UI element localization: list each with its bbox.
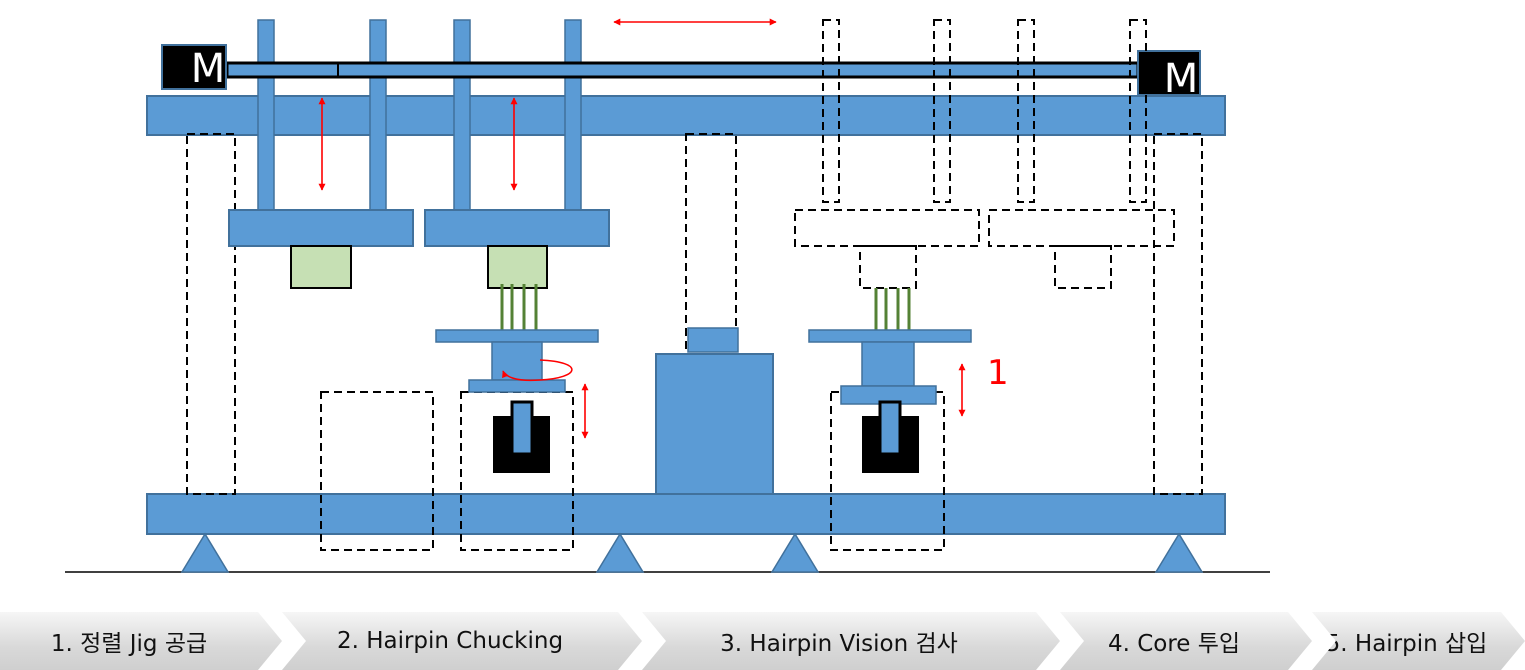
support-foot bbox=[595, 532, 645, 573]
phantom-carriage bbox=[988, 209, 1175, 247]
support-foot bbox=[1154, 532, 1204, 573]
guide-rod bbox=[369, 19, 387, 211]
motion-arrows bbox=[318, 18, 966, 439]
station2-jig-body bbox=[491, 341, 543, 381]
phantom-rod bbox=[1129, 19, 1147, 203]
vision-camera bbox=[687, 327, 739, 353]
station2-lift-plate bbox=[468, 379, 566, 393]
process-step-4: 4. Core 투입 bbox=[1060, 612, 1312, 670]
guide-rod bbox=[257, 19, 275, 211]
carriage-1 bbox=[228, 209, 414, 247]
hairpins-chucked bbox=[500, 284, 538, 330]
phantom-gripper-pad bbox=[859, 245, 917, 289]
support-foot bbox=[180, 532, 230, 573]
support-feet bbox=[180, 532, 1204, 573]
phantom-left-column bbox=[186, 133, 236, 495]
motor-right: M bbox=[1137, 50, 1201, 102]
base-frame bbox=[146, 493, 1226, 535]
motor-left: M bbox=[161, 44, 227, 92]
phantom-vision-column bbox=[685, 133, 737, 355]
station2-chuck bbox=[493, 400, 550, 473]
phantom-carriage bbox=[794, 209, 980, 247]
station2-jig-plate bbox=[435, 329, 599, 343]
drive-shaft bbox=[225, 61, 1140, 79]
motor-right-label: M bbox=[1164, 56, 1199, 102]
vision-cabinet bbox=[655, 353, 774, 495]
guide-rod bbox=[564, 19, 582, 211]
carriage-2 bbox=[424, 209, 610, 247]
process-step-5: 5. Hairpin 삽입 bbox=[1312, 612, 1525, 670]
phantom-rod bbox=[1017, 19, 1035, 203]
station4-jig-plate bbox=[808, 329, 972, 343]
process-step-1: 1. 정렬 Jig 공급 bbox=[0, 612, 282, 670]
phantom-right-column bbox=[1153, 133, 1203, 495]
process-step-2: 2. Hairpin Chucking bbox=[282, 612, 642, 670]
phantom-rod bbox=[933, 19, 951, 203]
process-step-3: 3. Hairpin Vision 검사 bbox=[642, 612, 1060, 670]
top-beam bbox=[146, 95, 1226, 136]
phantom-rod bbox=[822, 19, 840, 203]
station4-chuck bbox=[862, 400, 919, 473]
phantom-outlines bbox=[186, 19, 1203, 551]
gripper-pad-1 bbox=[290, 245, 352, 289]
rotation-arrow bbox=[502, 359, 573, 382]
step-number-label: 1 bbox=[987, 353, 1009, 393]
support-foot bbox=[770, 532, 820, 573]
station4-jig-body bbox=[861, 341, 915, 387]
motor-left-label: M bbox=[191, 46, 226, 92]
phantom-jig-station-1 bbox=[320, 391, 434, 551]
guide-rod bbox=[453, 19, 471, 211]
phantom-gripper-pad bbox=[1054, 245, 1112, 289]
gripper-pad-2 bbox=[487, 245, 548, 289]
